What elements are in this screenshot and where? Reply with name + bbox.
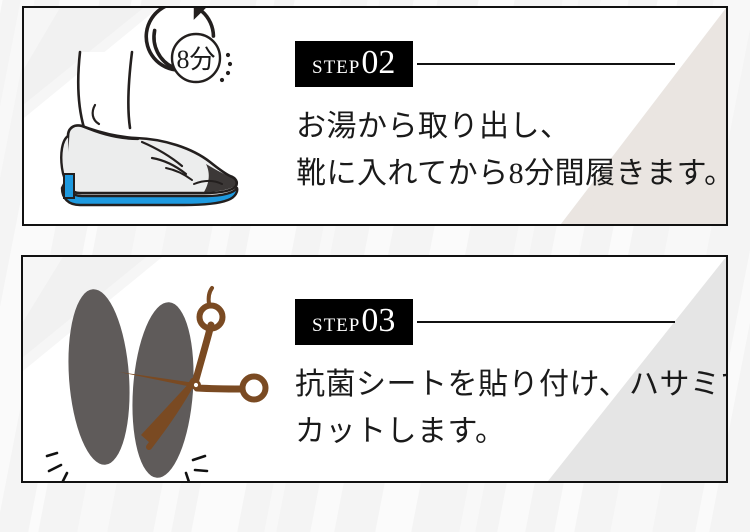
step-card-step02: 8分 xyxy=(22,6,728,226)
step-heading-rule xyxy=(417,63,676,65)
step-description-step03: 抗菌シートを貼り付け、ハサミで カットします。 xyxy=(295,362,728,455)
timer-label: 8分 xyxy=(176,45,215,74)
foot-in-shoe-svg: 8分 xyxy=(60,8,239,207)
insole-left xyxy=(68,289,130,465)
step-description-step02: お湯から取り出し、 靴に入れてから8分間履きます。 xyxy=(296,104,728,197)
sparkle-lines-left xyxy=(45,451,69,481)
step-badge-number: 03 xyxy=(361,302,396,339)
step-description-line: カットします。 xyxy=(295,414,506,448)
step-card-step03: STEP03 抗菌シートを貼り付け、ハサミで カットします。 xyxy=(21,255,728,483)
scissors-icon xyxy=(119,286,269,450)
sparkle-lines-right xyxy=(184,454,209,481)
illustration-insoles-scissors xyxy=(23,257,273,481)
step-heading-step03: STEP03 xyxy=(295,299,676,345)
step-badge-number: 02 xyxy=(361,44,396,81)
step-badge-step02: STEP02 xyxy=(295,41,414,87)
timer-icon: 8分 xyxy=(144,8,233,84)
insoles-scissors-svg xyxy=(45,286,269,481)
step-heading-step02: STEP02 xyxy=(295,41,676,87)
step-badge-step03: STEP03 xyxy=(295,299,414,345)
step-description-line: 抗菌シートを貼り付け、ハサミで xyxy=(295,368,728,401)
step-content-step02: STEP02 お湯から取り出し、 靴に入れてから8分間履きます。 xyxy=(274,8,726,224)
step-heading-rule xyxy=(417,321,676,323)
illustration-foot-in-shoe: 8分 xyxy=(24,8,274,224)
step-badge-word: STEP xyxy=(312,307,361,337)
step-description-line: お湯から取り出し、 xyxy=(296,110,571,143)
step-badge-word: STEP xyxy=(312,49,361,79)
step-description-line: 靴に入れてから8分間履きます。 xyxy=(296,156,728,190)
step-content-step03: STEP03 抗菌シートを貼り付け、ハサミで カットします。 xyxy=(273,257,726,481)
